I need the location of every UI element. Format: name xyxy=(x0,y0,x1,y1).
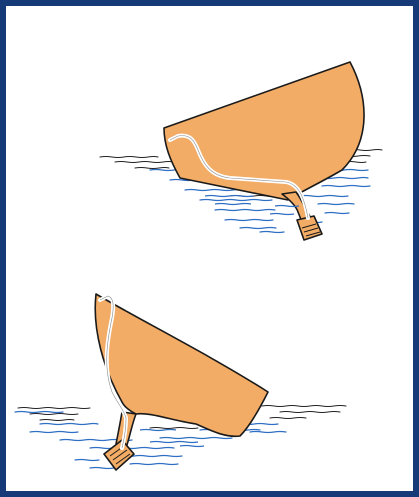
illustration-svg xyxy=(0,0,419,497)
illustration-panel xyxy=(0,0,419,497)
